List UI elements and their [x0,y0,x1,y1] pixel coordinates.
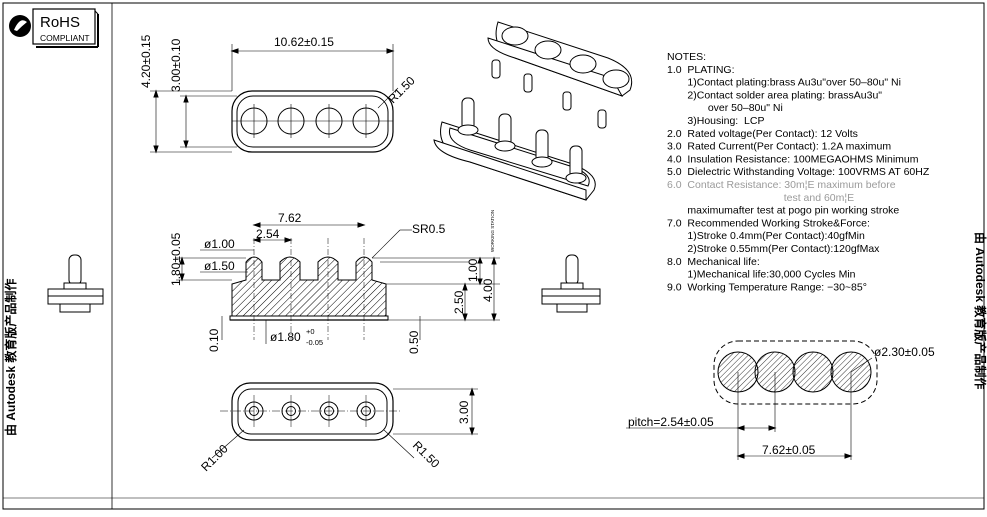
svg-text:-0.05: -0.05 [306,338,323,347]
rohs-logo: RoHS COMPLIANT [9,8,99,48]
top-radius-dim: R1.50 [385,73,418,106]
note-line: 2.0 Rated voltage(Per Contact): 12 Volts [667,128,858,140]
note-line: 3.0 Rated Current(Per Contact): 1.2A max… [667,141,891,153]
note-line: 5.0 Dielectric Withstanding Voltage: 100… [667,166,930,178]
section-sr-dim: SR0.5 [412,222,446,236]
pad-span-dim: 7.62±0.05 [762,443,816,457]
rohs-subtitle: COMPLIANT [40,33,90,43]
top-view [150,44,399,154]
top-height-inner-dim: 3.00±0.10 [169,38,183,92]
note-line: 2)Stroke 0.55mm(Per Contact):120gfMax [667,243,880,255]
note-line: maximumafter test at pogo pin working st… [667,205,899,217]
bottom-height-dim: 3.00 [457,400,471,424]
top-height-outer-dim: 4.20±0.15 [139,34,153,88]
top-width-dim: 10.62±0.15 [274,35,334,49]
note-line: 1.0 PLATING: [667,64,735,76]
note-line: over 50–80u" Ni [667,102,783,114]
rohs-title: RoHS [40,14,80,31]
section-h-100: 1.00 [466,258,480,282]
section-pitch-dim: 2.54 [256,227,280,241]
note-line: 7.0 Recommended Working Stroke&Force: [667,217,870,229]
note-line: 6.0 Contact Resistance: 30m¦E maximum be… [667,179,896,191]
section-base-left: 0.10 [207,328,221,352]
note-line: 1)Contact plating:brass Au3u"over 50–80u… [667,77,901,89]
bottom-radius-left: R1.00 [198,441,231,474]
section-base-right: 0.50 [407,330,421,354]
section-tip-diameter: ø1.00 [204,237,235,251]
note-line: 4.0 Insulation Resistance: 100MEGAOHMS M… [667,153,919,165]
note-line: 1)Mechanical life:30,000 Cycles Min [667,269,856,281]
note-line: 3)Housing: LCP [667,115,764,127]
watermark-right: 由 Autodesk 教育版产品制作 [973,232,987,389]
section-body-diameter: ø1.50 [204,259,235,273]
section-base-diameter: ø1.80 +0 -0.05 [270,327,323,347]
section-h-250: 2.50 [452,290,466,314]
section-stroke-label: WORKING STATION [490,210,495,252]
section-height-left: 1.80±0.05 [169,232,183,286]
side-view-right [541,254,601,313]
bottom-radius-right: R1.50 [410,438,443,471]
pad-layout-view [626,340,878,460]
isometric-view [433,21,633,201]
note-line: 1)Stroke 0.4mm(Per Contact):40gfMin [667,230,865,242]
section-view [176,222,500,344]
note-line: NOTES: [667,51,706,63]
section-h-400: 4.00 [481,278,495,302]
note-line: test and 60m¦E [667,192,854,204]
note-line: 2)Contact solder area plating: brassAu3u… [667,89,882,101]
svg-text:+0: +0 [306,327,315,336]
notes-block: NOTES:1.0 PLATING: 1)Contact plating:bra… [667,51,930,293]
bottom-view [211,382,478,459]
note-line: 9.0 Working Temperature Range: −30~85° [667,281,867,293]
pad-pitch-dim: pitch=2.54±0.05 [628,415,714,429]
side-view-left [47,254,104,313]
sheet-border [2,2,985,510]
section-span-dim: 7.62 [278,211,302,225]
note-line: 8.0 Mechanical life: [667,256,760,268]
svg-text:ø1.80: ø1.80 [270,330,301,344]
pad-diameter-dim: ø2.30±0.05 [874,345,935,359]
watermark-left: 由 Autodesk 教育版产品制作 [3,279,18,436]
